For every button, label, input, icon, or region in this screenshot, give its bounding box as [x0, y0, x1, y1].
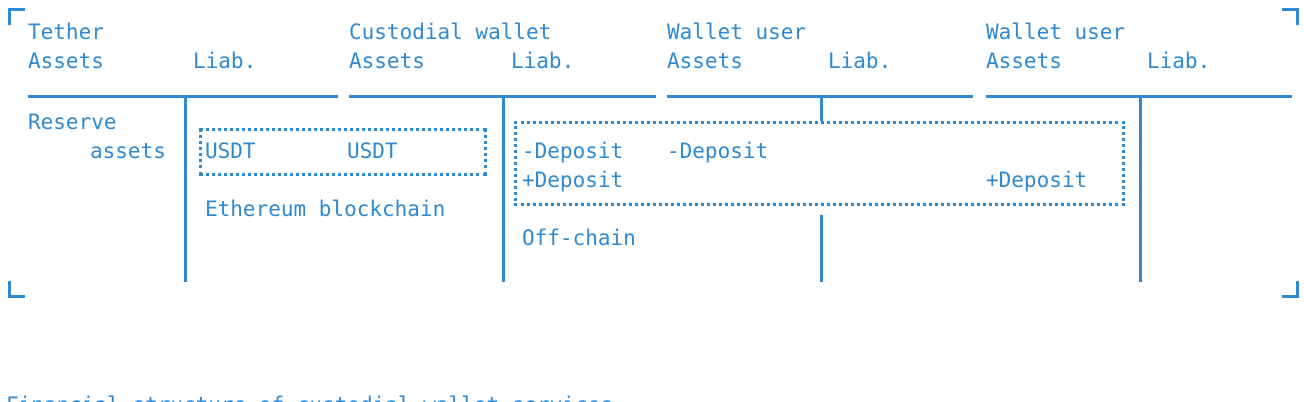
- frame-corner-top-right-icon: [1282, 8, 1299, 25]
- figure-caption-line-1: Financial structure of custodial wallet …: [6, 392, 714, 402]
- cell-custodial-liab-minus-deposit: -Deposit: [522, 139, 624, 163]
- offchain-deposit-box: [514, 121, 1125, 206]
- column-header-assets-tether: Assets: [28, 49, 104, 73]
- onchain-usdt-box: [199, 128, 487, 176]
- balance-sheet-rule-tether: [28, 95, 338, 98]
- cell-custodial-assets-usdt: USDT: [347, 139, 398, 163]
- cell-user1-assets-minus-deposit: -Deposit: [667, 139, 769, 163]
- balance-sheet-divider-wallet-user-1-upper: [820, 95, 823, 121]
- cell-user2-assets-plus-deposit: +Deposit: [986, 168, 1088, 192]
- column-header-assets-wallet-user-1: Assets: [667, 49, 743, 73]
- column-header-liab-wallet-user-2: Liab.: [1147, 49, 1211, 73]
- balance-sheet-title-wallet-user-2: Wallet user: [986, 20, 1126, 44]
- column-header-liab-custodial-wallet: Liab.: [511, 49, 575, 73]
- balance-sheet-divider-wallet-user-2: [1139, 95, 1142, 282]
- frame-corner-bottom-left-icon: [8, 281, 25, 298]
- column-header-assets-custodial-wallet: Assets: [349, 49, 425, 73]
- balance-sheet-title-tether: Tether: [28, 20, 104, 44]
- balance-sheet-divider-wallet-user-1-lower: [820, 215, 823, 282]
- column-header-liab-wallet-user-1: Liab.: [828, 49, 892, 73]
- cell-custodial-liab-plus-deposit: +Deposit: [522, 168, 624, 192]
- frame-corner-top-left-icon: [8, 8, 25, 25]
- cell-reserve-assets-line2: assets: [90, 139, 166, 163]
- frame-corner-bottom-right-icon: [1282, 281, 1299, 298]
- balance-sheet-divider-custodial-wallet: [502, 95, 505, 282]
- figure-caption: Financial structure of custodial wallet …: [6, 338, 714, 402]
- column-header-assets-wallet-user-2: Assets: [986, 49, 1062, 73]
- balance-sheet-title-wallet-user-1: Wallet user: [667, 20, 807, 44]
- cell-tether-liab-usdt: USDT: [205, 139, 256, 163]
- balance-sheet-title-custodial-wallet: Custodial wallet: [349, 20, 552, 44]
- cell-reserve-assets-line1: Reserve: [28, 110, 117, 134]
- balance-sheet-divider-tether: [184, 95, 187, 282]
- column-header-liab-tether: Liab.: [193, 49, 257, 73]
- zone-label-off-chain: Off-chain: [522, 226, 636, 250]
- zone-label-ethereum-blockchain: Ethereum blockchain: [205, 197, 446, 221]
